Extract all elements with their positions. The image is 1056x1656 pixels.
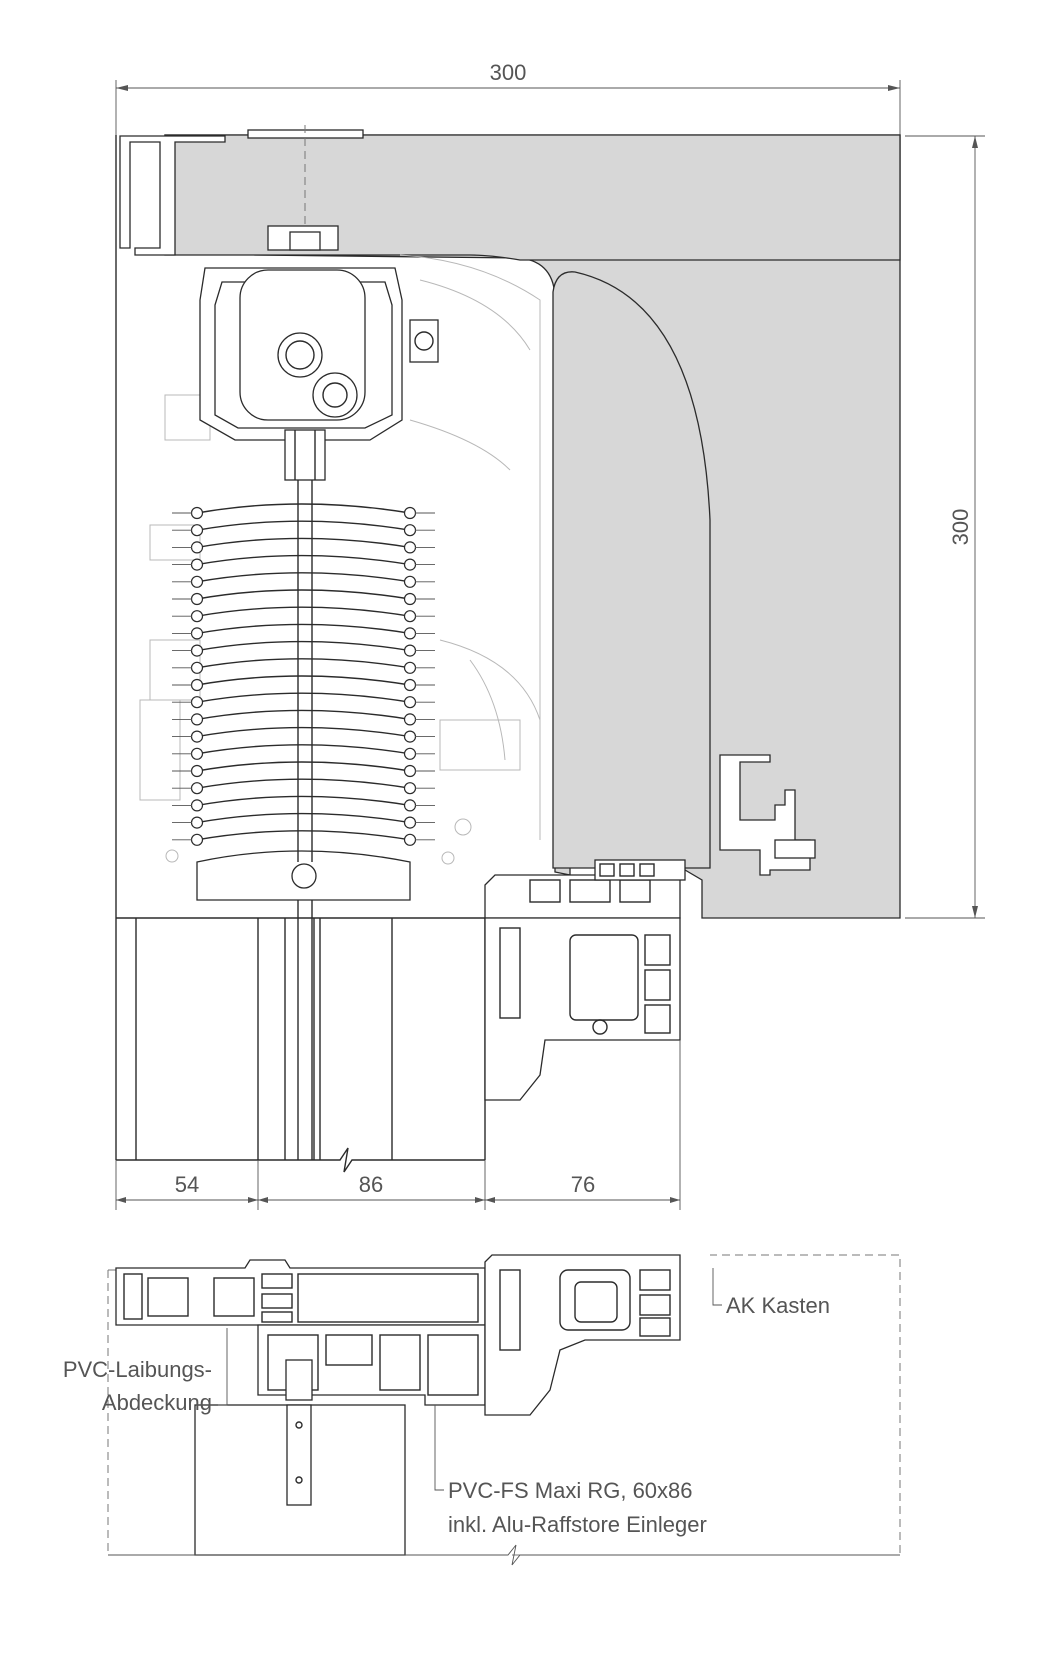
slat (196, 572, 411, 583)
slat (196, 778, 411, 789)
slat-edge-curl (190, 764, 204, 778)
raffstore-insert (285, 1359, 313, 1401)
slat-edge-curl (403, 644, 417, 657)
laibung-label-line1: PVC-Laibungs- (63, 1357, 212, 1382)
slat-edge-curl (190, 524, 204, 537)
slat (196, 520, 411, 531)
right-channel-clip (774, 839, 816, 859)
right-dimension-value: 300 (948, 509, 973, 546)
slat-edge-curl (190, 627, 204, 640)
slat (196, 812, 411, 824)
motor-shaft-outer (277, 332, 323, 378)
slat (196, 761, 411, 772)
slat (196, 675, 411, 686)
left-corner-profile (119, 135, 226, 256)
motor-roller (312, 372, 358, 418)
slat (196, 726, 411, 738)
slat-edge-curl (190, 696, 204, 709)
slat (196, 830, 411, 841)
slat-edge-curl (403, 782, 417, 795)
slat-stack (172, 503, 435, 846)
horizontal-section (107, 1254, 901, 1566)
limit-switch (409, 319, 439, 363)
slat-edge-curl (403, 575, 417, 588)
label-ak-kasten: AK Kasten (712, 1268, 830, 1318)
slat (196, 606, 411, 617)
slat-edge-curl (403, 506, 417, 520)
slat-edge-curl (190, 610, 204, 623)
slat-edge-curl (403, 610, 417, 623)
slat (196, 589, 411, 600)
curved-cover (552, 271, 711, 869)
slat-edge-curl (403, 696, 417, 709)
faint-alternative-contour (139, 254, 541, 865)
slat-edge-curl (190, 506, 204, 520)
slat (196, 623, 411, 635)
slat (196, 744, 411, 755)
slat-edge-curl (190, 678, 204, 692)
slat-edge-curl (190, 816, 204, 829)
slat (196, 692, 411, 703)
slat-edge-curl (190, 713, 204, 726)
slat (196, 503, 411, 514)
right-dimension: 300 (905, 135, 985, 919)
cord-guide (284, 429, 326, 481)
mount-screw-head (289, 231, 321, 251)
top-dimension: 300 (115, 60, 901, 135)
slat-edge-curl (403, 713, 417, 726)
slat (196, 709, 411, 721)
bottom-dimensions: 54 86 76 (115, 1040, 681, 1210)
laibung-label-line2: Abdeckung (102, 1390, 212, 1415)
ak-kasten-label: AK Kasten (726, 1293, 830, 1318)
slat (196, 795, 411, 807)
pvc-fs-label-line2: inkl. Alu-Raffstore Einleger (448, 1512, 707, 1537)
slat-edge-curl (403, 816, 417, 829)
top-dimension-value: 300 (490, 60, 527, 85)
slat (196, 640, 411, 652)
slat-edge-curl (190, 833, 204, 846)
bottom-dimension-54: 54 (175, 1172, 199, 1197)
slat-edge-curl (190, 782, 204, 795)
slat-edge-curl (190, 730, 204, 743)
shutter-box-outline (115, 135, 486, 1173)
slat-edge-curl (190, 592, 204, 606)
slat-edge-curl (190, 799, 204, 812)
slat-edge-curl (190, 661, 204, 674)
pvc-fs-label-line1: PVC-FS Maxi RG, 60x86 (448, 1478, 693, 1503)
slat-edge-curl (403, 833, 417, 846)
bottom-dimension-86: 86 (359, 1172, 383, 1197)
bottom-rail-hole (291, 863, 317, 889)
slat-edge-curl (403, 627, 417, 640)
slat-edge-curl (403, 678, 417, 692)
insulation-upper-slab (164, 134, 901, 261)
slat-edge-curl (403, 524, 417, 537)
slat-edge-curl (190, 541, 204, 554)
slat-edge-curl (403, 799, 417, 812)
slat-edge-curl (190, 575, 204, 588)
window-frame-profile-horizontal (484, 1254, 681, 1416)
slat-edge-curl (403, 592, 417, 606)
slat (196, 554, 411, 566)
slat-edge-curl (403, 747, 417, 760)
slat-edge-curl (190, 558, 204, 571)
window-frame-profile-vertical (484, 859, 686, 1101)
label-laibung: PVC-Laibungs- Abdeckung (63, 1328, 228, 1415)
slat-edge-curl (403, 730, 417, 743)
slat-edge-curl (403, 558, 417, 571)
slat-edge-curl (190, 644, 204, 657)
mounting-tab (286, 1404, 312, 1506)
motor-head-assembly (199, 225, 439, 481)
laibung-cover-profile (115, 1259, 486, 1326)
slat-edge-curl (403, 764, 417, 778)
slat-edge-curl (403, 661, 417, 674)
bottom-dimension-76: 76 (571, 1172, 595, 1197)
slat (196, 658, 411, 669)
label-pvc-fs: PVC-FS Maxi RG, 60x86 inkl. Alu-Raffstor… (434, 1405, 707, 1537)
slat-edge-curl (403, 541, 417, 554)
slat-edge-curl (190, 747, 204, 760)
slat (196, 537, 411, 549)
